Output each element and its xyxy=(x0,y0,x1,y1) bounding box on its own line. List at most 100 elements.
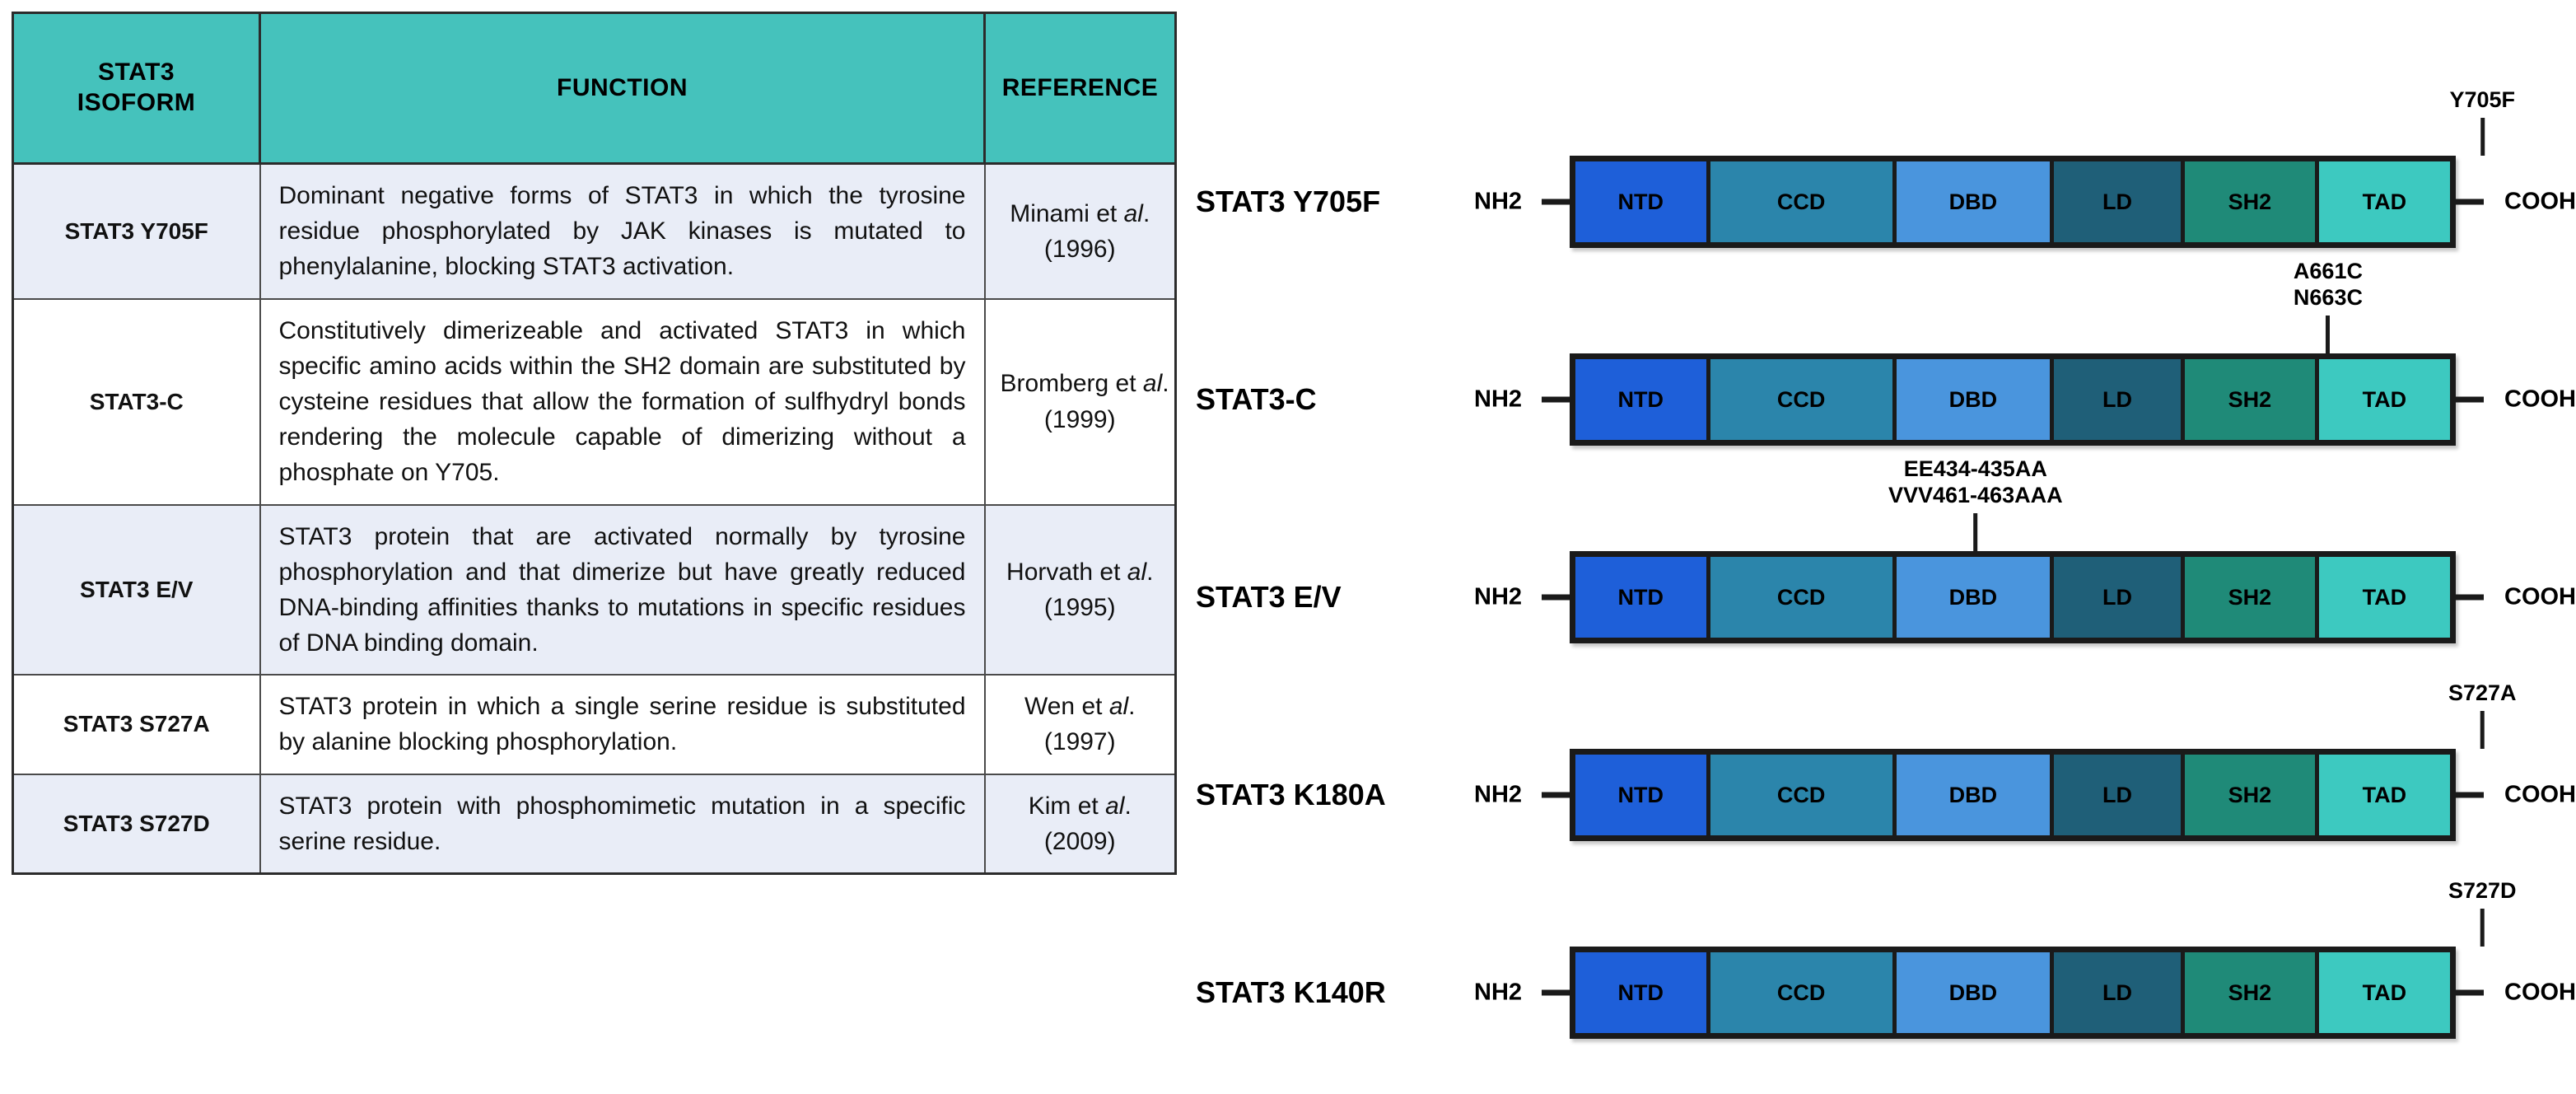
reference-year: (2009) xyxy=(1043,827,1116,855)
n-terminus-connector xyxy=(1542,989,1570,996)
mutation-label: A661C xyxy=(2293,259,2363,284)
domain-dbd: DBD xyxy=(1896,952,2054,1033)
domain-sh2: SH2 xyxy=(2185,755,2319,835)
c-terminus-connector xyxy=(2456,594,2484,601)
reference-author: Wen et xyxy=(1024,693,1109,721)
reference-year: (1999) xyxy=(1043,405,1116,433)
domain-tad: TAD xyxy=(2318,161,2450,242)
cell-reference: Kim et al.(2009) xyxy=(983,773,1177,875)
n-terminus-connector xyxy=(1542,792,1570,798)
domain-dbd: DBD xyxy=(1896,161,2054,242)
mutation-label: Y705F xyxy=(2449,86,2516,112)
n-terminus-connector xyxy=(1542,396,1570,403)
n-terminus-label: NH2 xyxy=(1474,583,1523,610)
isoform-table-panel: STAT3 ISOFORM FUNCTION REFERENCE STAT3 Y… xyxy=(12,12,1177,875)
reference-author: Horvath et xyxy=(1006,558,1127,586)
domain-ld: LD xyxy=(2053,952,2186,1033)
cell-isoform: STAT3 Y705F xyxy=(12,162,261,300)
cell-function: STAT3 protein with phosphomimetic mutati… xyxy=(259,773,986,875)
reference-author: Minami et xyxy=(1010,199,1124,227)
column-header-isoform: STAT3 ISOFORM xyxy=(12,12,261,165)
domain-ld: LD xyxy=(2053,359,2186,440)
n-terminus-connector xyxy=(1542,199,1570,205)
reference-period: . xyxy=(1162,370,1169,398)
c-terminus-connector xyxy=(2456,199,2484,205)
mutation-pointer-line xyxy=(2480,909,2485,947)
n-terminus-label: NH2 xyxy=(1474,386,1523,413)
reference-etal: al xyxy=(1105,792,1125,820)
domain-dbd: DBD xyxy=(1896,755,2054,835)
reference-etal: al xyxy=(1127,558,1147,586)
reference-etal: al xyxy=(1123,199,1143,227)
domain-ntd: NTD xyxy=(1575,557,1710,638)
column-header-reference: REFERENCE xyxy=(983,12,1177,165)
mutation-callout: S727A xyxy=(2448,680,2517,749)
diagram-isoform-label: STAT3 E/V xyxy=(1196,580,1342,614)
c-terminus-label: COOH xyxy=(2504,781,2576,808)
mutation-label: N663C xyxy=(2293,284,2363,310)
cell-reference: Bromberg et al. (1999) xyxy=(983,297,1177,506)
table-header: STAT3 ISOFORM FUNCTION REFERENCE xyxy=(12,12,1177,165)
cell-function: STAT3 protein that are activated normall… xyxy=(259,503,986,676)
domain-tad: TAD xyxy=(2318,557,2450,638)
mutation-callout: Y705F xyxy=(2449,87,2515,156)
domain-ld: LD xyxy=(2053,755,2186,835)
domain-ccd: CCD xyxy=(1710,557,1897,638)
mutation-label: VVV461-463AAA xyxy=(1888,482,2063,507)
domain-ccd: CCD xyxy=(1710,359,1897,440)
cell-reference: Horvath et al.(1995) xyxy=(983,503,1177,676)
diagram-isoform-label: STAT3 K180A xyxy=(1196,778,1386,811)
reference-etal: al xyxy=(1142,370,1163,398)
mutation-label: S727A xyxy=(2448,680,2517,705)
c-terminus-connector xyxy=(2456,989,2484,996)
domain-sh2: SH2 xyxy=(2185,557,2319,638)
cell-function: Constitutively dimerizeable and activate… xyxy=(259,297,986,506)
c-terminus-label: COOH xyxy=(2504,979,2576,1006)
reference-author: Bromberg et xyxy=(1000,370,1143,398)
domain-dbd: DBD xyxy=(1896,359,2054,440)
diagram-isoform-label: STAT3-C xyxy=(1196,382,1317,416)
domain-tad: TAD xyxy=(2318,359,2450,440)
column-header-function: FUNCTION xyxy=(259,12,986,165)
domain-sh2: SH2 xyxy=(2185,359,2319,440)
mutation-pointer-line xyxy=(2326,316,2331,353)
cell-isoform: STAT3 E/V xyxy=(12,503,261,676)
c-terminus-connector xyxy=(2456,396,2484,403)
mutation-label: S727D xyxy=(2448,877,2517,903)
stat3-isoform-table: STAT3 ISOFORM FUNCTION REFERENCE STAT3 Y… xyxy=(12,12,1177,875)
mutation-pointer-line xyxy=(2480,711,2485,749)
reference-etal: al xyxy=(1108,693,1129,721)
domain-sh2: SH2 xyxy=(2185,952,2319,1033)
mutation-pointer-line xyxy=(2480,118,2485,156)
domain-ntd: NTD xyxy=(1575,161,1710,242)
column-header-isoform-line2: ISOFORM xyxy=(77,89,196,116)
mutation-callout: S727D xyxy=(2448,878,2517,947)
c-terminus-label: COOH xyxy=(2504,583,2576,610)
domain-ld: LD xyxy=(2053,161,2186,242)
reference-author: Kim et xyxy=(1028,792,1106,820)
table-header-row: STAT3 ISOFORM FUNCTION REFERENCE xyxy=(12,12,1177,165)
cell-function: Dominant negative forms of STAT3 in whic… xyxy=(259,162,986,300)
cell-reference: Minami et al.(1996) xyxy=(983,162,1177,300)
domain-tad: TAD xyxy=(2318,755,2450,835)
